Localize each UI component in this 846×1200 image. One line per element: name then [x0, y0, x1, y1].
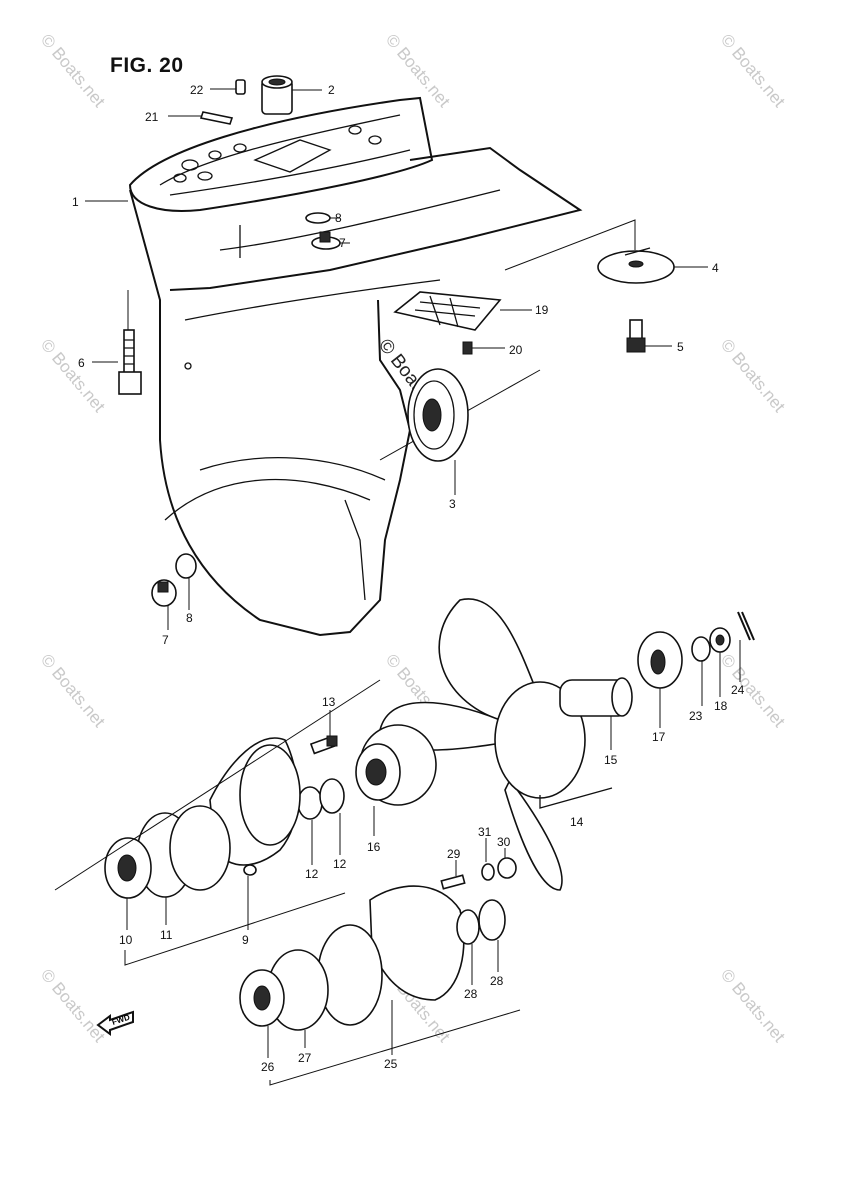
callout-18: 18 — [714, 699, 728, 713]
part-17-washer — [637, 631, 683, 689]
callout-24: 24 — [731, 683, 745, 697]
callout-12-right: 12 — [333, 857, 347, 871]
part-10-seal — [104, 837, 152, 899]
callout-28-right: 28 — [490, 974, 504, 988]
callout-26: 26 — [261, 1060, 275, 1074]
callout-12-left: 12 — [305, 867, 319, 881]
part-24-cotter-pin — [737, 611, 755, 641]
part-3-bearing — [407, 368, 469, 462]
callout-5: 5 — [677, 340, 684, 354]
callout-30: 30 — [497, 835, 511, 849]
watermark-text: © Boats.net — [37, 650, 109, 731]
part-21-grommet — [199, 111, 234, 125]
callout-8-lower: 8 — [186, 611, 193, 625]
part-4-anode — [597, 247, 675, 284]
part-14-propeller — [379, 598, 613, 891]
part-7-screw-lower — [151, 579, 177, 607]
part-23-washer — [691, 636, 711, 662]
callout-21: 21 — [145, 110, 159, 124]
callout-2: 2 — [328, 83, 335, 97]
callout-28-left: 28 — [464, 987, 478, 1001]
callout-14: 14 — [570, 815, 584, 829]
callout-17: 17 — [652, 730, 666, 744]
part-18-nut — [709, 627, 731, 653]
callout-1: 1 — [72, 195, 79, 209]
callout-22: 22 — [190, 83, 204, 97]
watermark-text: © Boats.net — [717, 650, 789, 731]
callout-7-upper: 7 — [339, 236, 346, 250]
part-22-pin — [235, 79, 246, 95]
part-31-washer — [481, 863, 495, 881]
leader-lines — [85, 88, 741, 1058]
watermark-text: © Boats.net — [717, 965, 789, 1046]
callout-19: 19 — [535, 303, 549, 317]
callout-10: 10 — [119, 933, 133, 947]
callout-31: 31 — [478, 825, 492, 839]
callout-13: 13 — [322, 695, 336, 709]
watermark-text: © Boats.net — [37, 965, 109, 1046]
part-26-seal — [239, 969, 285, 1027]
part-2-bushing — [261, 75, 293, 115]
part-28-seals — [456, 899, 506, 945]
part-8-washer — [305, 212, 331, 224]
part-11-o-ring — [136, 805, 231, 898]
callout-7-lower: 7 — [162, 633, 169, 647]
figure-title: FIG. 20 — [110, 54, 184, 77]
callout-20: 20 — [509, 343, 523, 357]
callout-25: 25 — [384, 1057, 398, 1071]
part-15-bushing — [559, 677, 633, 717]
callout-29: 29 — [447, 847, 461, 861]
part-19-plate — [393, 291, 502, 331]
part-7-screw — [311, 231, 341, 250]
part-12-oil-seals — [297, 778, 345, 820]
part-9-housing — [209, 737, 301, 876]
part-25-housing — [317, 885, 465, 1026]
part-20-bolt — [462, 341, 473, 355]
callout-labels: 22 2 21 1 8 7 4 19 20 5 6 3 7 8 24 13 23… — [72, 83, 745, 1074]
gear-case-housing — [127, 96, 636, 637]
watermark-text: © Boats.net — [37, 30, 109, 111]
callout-11: 11 — [160, 928, 173, 942]
callout-27: 27 — [298, 1051, 312, 1065]
part-8-washer-lower — [175, 553, 197, 579]
part-29-bolt — [440, 874, 466, 890]
part-30-nut — [497, 857, 517, 879]
callout-6: 6 — [78, 356, 85, 370]
callout-3: 3 — [449, 497, 456, 511]
watermark-text: © Boats.net — [717, 335, 789, 416]
watermark-text: © Boats.net — [717, 30, 789, 111]
part-6-stud-bolt — [118, 329, 142, 395]
part-13-bolt — [309, 735, 338, 755]
callout-8-upper: 8 — [335, 211, 342, 225]
callout-23: 23 — [689, 709, 703, 723]
callout-4: 4 — [712, 261, 719, 275]
callout-15: 15 — [604, 753, 618, 767]
part-16-bearing — [355, 724, 437, 806]
part-5-bolt — [626, 319, 646, 353]
forward-text: FWD — [111, 1013, 131, 1027]
watermark-text: © Boats.net — [37, 335, 109, 416]
callout-9: 9 — [242, 933, 249, 947]
callout-16: 16 — [367, 840, 381, 854]
